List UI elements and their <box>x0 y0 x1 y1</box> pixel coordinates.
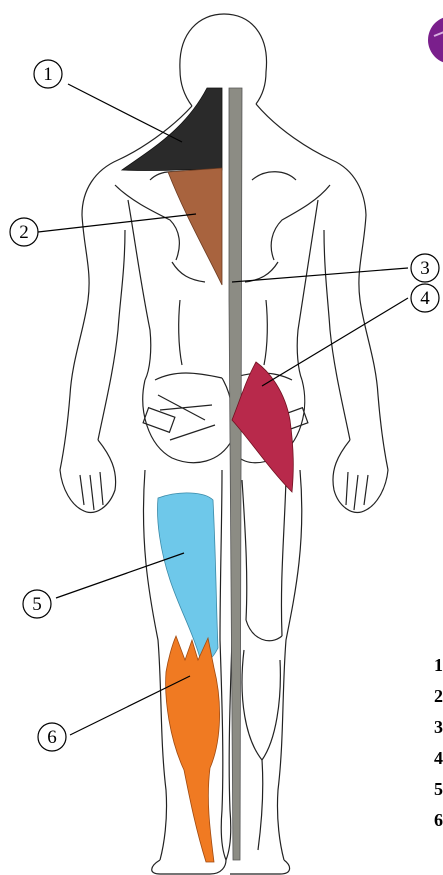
marker-5: 5 <box>23 590 51 618</box>
marker-2: 2 <box>10 218 38 246</box>
marker-6-label: 6 <box>47 727 57 748</box>
muscle-5-hamstrings <box>158 493 219 661</box>
marker-1-label: 1 <box>43 64 53 85</box>
leader-line-5 <box>56 553 184 598</box>
muscle-1-trapezius-upper <box>122 88 222 171</box>
legend-item-6: 6 <box>434 805 443 836</box>
marker-4: 4 <box>411 284 439 312</box>
leader-line-3 <box>232 268 408 282</box>
legend-item-2: 2 <box>434 681 443 712</box>
marker-5-label: 5 <box>32 594 42 615</box>
leader-line-1 <box>68 84 182 142</box>
legend: 1 2 3 4 5 6 <box>434 650 443 836</box>
legend-item-3: 3 <box>434 712 443 743</box>
marker-1: 1 <box>34 60 62 88</box>
marker-6: 6 <box>38 723 66 751</box>
muscle-6-gastrocnemius <box>166 636 220 862</box>
marker-2-label: 2 <box>19 222 29 243</box>
leader-line-4 <box>262 298 408 386</box>
logo-icon <box>428 16 443 64</box>
marker-4-label: 4 <box>420 288 430 309</box>
marker-3-label: 3 <box>420 258 430 279</box>
muscle-3-erector-spinae <box>229 88 242 860</box>
body-outline <box>60 14 388 874</box>
marker-3: 3 <box>411 254 439 282</box>
legend-item-4: 4 <box>434 743 443 774</box>
legend-item-5: 5 <box>434 774 443 805</box>
legend-item-1: 1 <box>434 650 443 681</box>
